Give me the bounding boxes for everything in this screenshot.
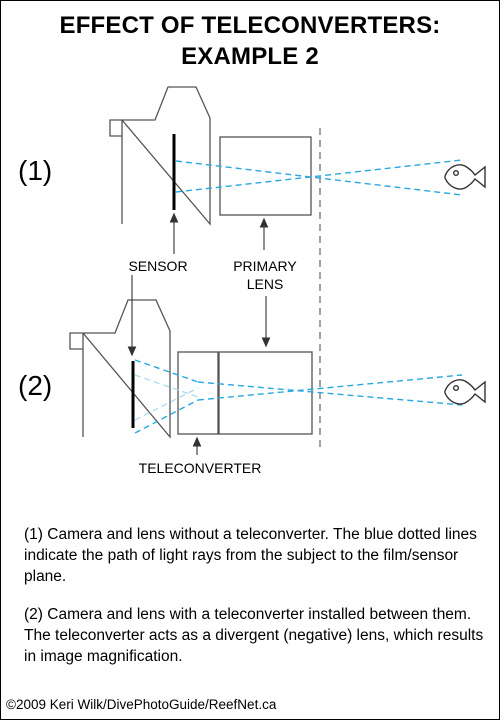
light-rays-2	[134, 359, 463, 434]
config-1-number: (1)	[18, 155, 53, 186]
fish-icon	[444, 164, 486, 190]
primary-lens-label-line-1: PRIMARY	[233, 258, 297, 274]
camera-body-icon	[109, 86, 211, 226]
primary-lens-label-line-2: LENS	[246, 276, 284, 292]
title-line-1: EFFECT OF TELECONVERTERS:	[59, 12, 441, 39]
callout-arrows	[127, 212, 271, 455]
title-line-2: EXAMPLE 2	[181, 43, 319, 70]
camera-body-icon-2	[69, 299, 171, 439]
teleconverter-icon	[177, 351, 219, 435]
page-title: EFFECT OF TELECONVERTERS: EXAMPLE 2	[0, 10, 500, 72]
copyright-credit: ©2009 Keri Wilk/DivePhotoGuide/ReefNet.c…	[6, 697, 277, 712]
description-config-2: (2) Camera and lens with a teleconverter…	[24, 606, 484, 665]
primary-lens-icon	[219, 136, 312, 216]
light-rays-1	[175, 159, 463, 196]
config-2-number: (2)	[18, 370, 53, 401]
teleconverter-label: TELECONVERTER	[138, 460, 262, 476]
light-rays-2-faint	[134, 374, 199, 421]
fish-icon-2	[444, 379, 486, 405]
primary-lens-label: PRIMARY LENS	[225, 257, 305, 293]
sensor-label: SENSOR	[128, 258, 188, 274]
primary-lens-icon-2	[218, 351, 313, 435]
description-config-1: (1) Camera and lens without a teleconver…	[24, 526, 477, 585]
